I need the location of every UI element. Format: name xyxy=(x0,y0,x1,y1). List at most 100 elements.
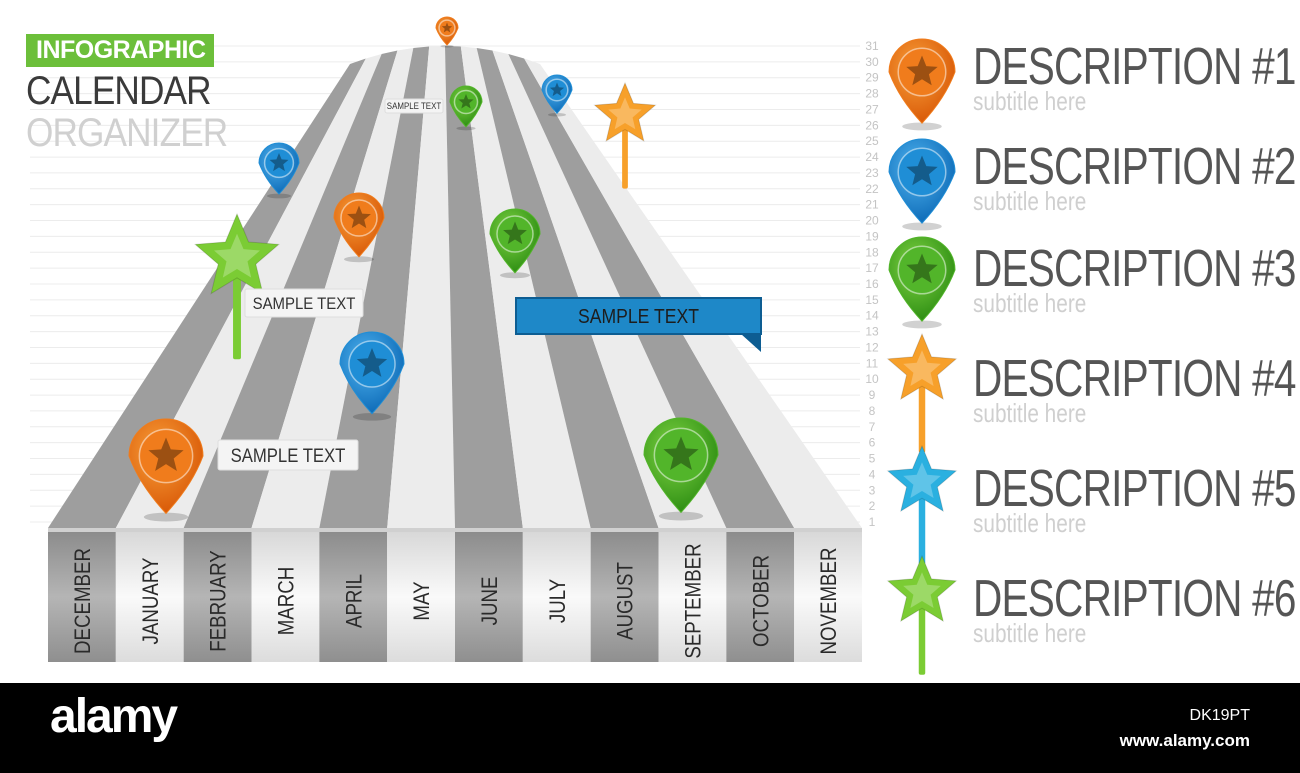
callout-box xyxy=(244,288,364,318)
flag-pole xyxy=(622,127,628,189)
pin-inner xyxy=(348,340,396,388)
star-icon xyxy=(441,22,453,33)
pin-inner xyxy=(897,47,947,97)
day-number-label: 14 xyxy=(865,309,879,323)
legend-subtitle: subtitle here xyxy=(973,288,1087,318)
month-column xyxy=(455,532,523,662)
star-icon xyxy=(886,332,958,401)
month-label: AUGUST xyxy=(614,562,638,640)
month-column xyxy=(794,532,862,662)
star-flag-icon xyxy=(593,81,657,189)
flag-pole xyxy=(918,496,926,565)
pin-shadow xyxy=(548,112,566,117)
pin-inner xyxy=(263,147,295,179)
month-label: JANUARY xyxy=(139,557,163,644)
star-icon xyxy=(347,205,371,229)
star-flag-icon xyxy=(886,444,958,565)
legend-subtitle: subtitle here xyxy=(973,186,1087,216)
pin-shadow xyxy=(267,193,291,199)
pin-inner xyxy=(897,245,947,295)
pin-inner xyxy=(438,19,456,37)
road-stripe xyxy=(524,58,862,528)
day-number-label: 22 xyxy=(865,182,879,196)
callout-box xyxy=(515,297,762,335)
day-number-label: 15 xyxy=(865,293,879,307)
pin-inner xyxy=(138,428,194,484)
callout-text: SAMPLE TEXT xyxy=(231,445,346,466)
map-pin-icon xyxy=(258,142,300,199)
brand-logo: alamy xyxy=(50,690,178,743)
month-column xyxy=(590,532,659,662)
pin-inner xyxy=(897,147,947,197)
label-february: SAMPLE TEXT xyxy=(244,288,364,318)
day-number-label: 19 xyxy=(865,229,879,243)
star-highlight xyxy=(903,350,941,386)
road-stripe xyxy=(492,50,727,528)
callout-text: SAMPLE TEXT xyxy=(578,305,699,327)
day-number-label: 25 xyxy=(865,134,879,148)
star-icon xyxy=(906,55,938,86)
pin-shadow xyxy=(352,412,392,421)
month-label: JUNE xyxy=(479,577,503,626)
day-number-label: 7 xyxy=(869,420,876,434)
day-number-label: 27 xyxy=(865,102,879,116)
pin-shadow xyxy=(902,320,942,329)
month-column xyxy=(251,532,320,662)
star-icon xyxy=(193,212,281,295)
day-number-label: 30 xyxy=(865,55,879,69)
star-flag-icon xyxy=(886,554,958,675)
map-pin-icon xyxy=(339,331,405,421)
month-label: APRIL xyxy=(343,574,367,628)
footer-bar: alamy DK19PT www.alamy.com xyxy=(0,683,1300,773)
site-url: www.alamy.com xyxy=(1119,731,1250,750)
month-label: MAY xyxy=(411,581,435,620)
label-january: SAMPLE TEXT xyxy=(217,439,359,471)
page-title: CALENDAR xyxy=(26,69,212,113)
day-number-label: 23 xyxy=(865,166,879,180)
day-number-label: 4 xyxy=(869,467,876,481)
star-icon xyxy=(356,348,388,377)
road-stripe xyxy=(251,48,414,528)
callout-box xyxy=(384,98,444,114)
day-number-label: 5 xyxy=(869,452,876,466)
legend-title: DESCRIPTION #2 xyxy=(973,138,1296,196)
pin-inner xyxy=(340,199,378,237)
day-number-label: 26 xyxy=(865,118,879,132)
star-flag-icon xyxy=(886,332,958,453)
infographic-tag: INFOGRAPHIC xyxy=(26,34,214,67)
road-stripe xyxy=(508,54,795,528)
road-edge xyxy=(48,528,862,532)
legend-subtitle: subtitle here xyxy=(973,618,1087,648)
legend-title: DESCRIPTION #5 xyxy=(973,460,1296,518)
day-number-label: 28 xyxy=(865,87,879,101)
day-number-label: 16 xyxy=(865,277,879,291)
map-pin-icon xyxy=(489,208,541,279)
title-block: INFOGRAPHIC CALENDAR ORGANIZER xyxy=(26,34,255,153)
road-stripe xyxy=(460,46,591,528)
day-number-label: 13 xyxy=(865,325,879,339)
map-pin-icon xyxy=(449,85,483,131)
map-pin-icon xyxy=(888,138,956,231)
callout-text: SAMPLE TEXT xyxy=(253,295,356,313)
road-stripe xyxy=(319,46,430,528)
star-flag-icon xyxy=(193,212,281,360)
month-column xyxy=(183,532,252,662)
day-number-label: 11 xyxy=(866,356,879,370)
month-column xyxy=(319,532,388,662)
map-pin-icon xyxy=(643,417,719,521)
map-pin-icon xyxy=(541,74,573,117)
pin-inner xyxy=(545,78,569,102)
day-number-label: 21 xyxy=(865,198,879,212)
legend-subtitle: subtitle here xyxy=(973,398,1087,428)
pin-inner xyxy=(453,89,479,115)
legend-subtitle: subtitle here xyxy=(973,86,1087,116)
star-icon xyxy=(886,444,958,513)
flag-pole xyxy=(918,384,926,453)
flag-pole xyxy=(233,275,241,360)
map-pin-icon xyxy=(888,236,956,329)
